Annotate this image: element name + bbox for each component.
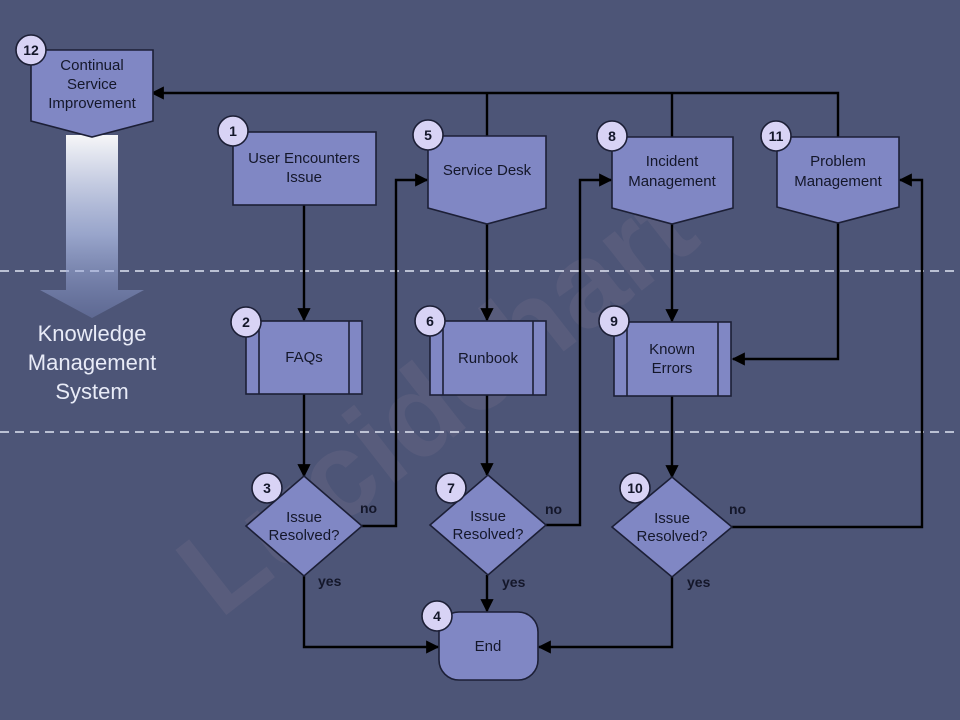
badge-6: 6 <box>414 305 446 337</box>
node-3-line-2: Resolved? <box>269 527 340 544</box>
node-4-line-1: End <box>475 638 502 655</box>
knowledge-system-line-1: Knowledge <box>38 321 147 346</box>
node-1-user-encounters-issue[interactable]: User Encounters Issue <box>232 131 377 206</box>
badge-8: 8 <box>596 120 628 152</box>
node-8-line-1: Incident <box>646 153 699 170</box>
edge-3-yes-to-4 <box>302 576 440 654</box>
badge-5: 5 <box>412 119 444 151</box>
node-12-line-1: Continual <box>60 57 123 74</box>
node-2-line-1: FAQs <box>285 349 323 366</box>
knowledge-system-line-2: Management <box>28 350 156 375</box>
knowledge-arrow <box>40 135 144 318</box>
edge-10-no-to-11 <box>732 173 924 529</box>
node-7-line-2: Resolved? <box>453 526 524 543</box>
badge-4: 4 <box>421 600 453 632</box>
edge-label-3-yes: yes <box>318 573 342 589</box>
node-5-line-1: Service Desk <box>443 162 532 179</box>
watermark: Lucidchart <box>154 157 720 640</box>
node-10-line-1: Issue <box>654 510 690 527</box>
node-1-line-1: User Encounters <box>248 150 360 167</box>
node-9-line-2: Errors <box>652 360 693 377</box>
node-8-incident-management[interactable]: Incident Management <box>611 136 734 225</box>
badge-12: 12 <box>15 34 47 66</box>
node-9-line-1: Known <box>649 341 695 358</box>
svg-text:3: 3 <box>263 480 271 496</box>
edge-label-7-no: no <box>545 501 562 517</box>
node-12-line-2: Service <box>67 76 117 93</box>
edge-label-3-no: no <box>360 500 377 516</box>
edge-7-no-to-8 <box>546 173 613 527</box>
knowledge-system-label: Knowledge Management System <box>28 321 156 404</box>
node-8-line-2: Management <box>628 173 716 190</box>
badge-9: 9 <box>598 305 630 337</box>
badge-10: 10 <box>619 472 651 504</box>
edge-11-to-9 <box>731 223 840 366</box>
node-6-line-1: Runbook <box>458 350 519 367</box>
edge-label-10-yes: yes <box>687 574 711 590</box>
svg-text:10: 10 <box>627 480 643 496</box>
node-4-end[interactable]: End <box>438 611 539 681</box>
svg-text:1: 1 <box>229 123 237 139</box>
node-2-faqs[interactable]: FAQs <box>245 320 363 395</box>
svg-text:5: 5 <box>424 127 432 143</box>
svg-text:2: 2 <box>242 314 250 330</box>
edge-top-bus <box>150 86 840 137</box>
knowledge-system-line-3: System <box>55 379 128 404</box>
svg-text:4: 4 <box>433 608 441 624</box>
svg-text:11: 11 <box>769 128 784 144</box>
node-5-service-desk[interactable]: Service Desk <box>427 135 547 225</box>
node-7-line-1: Issue <box>470 508 506 525</box>
node-11-problem-management[interactable]: Problem Management <box>776 136 900 224</box>
svg-text:6: 6 <box>426 313 434 329</box>
connectors <box>150 86 924 654</box>
node-11-line-2: Management <box>794 173 882 190</box>
badge-3: 3 <box>251 472 283 504</box>
node-3-line-1: Issue <box>286 509 322 526</box>
node-11-line-1: Problem <box>810 153 866 170</box>
edge-3-no-to-5 <box>362 173 429 528</box>
svg-text:7: 7 <box>447 480 455 496</box>
edge-10-yes-to-4 <box>537 577 674 654</box>
node-12-continual-service-improvement[interactable]: Continual Service Improvement <box>30 49 154 138</box>
node-1-line-2: Issue <box>286 169 322 186</box>
badge-7: 7 <box>435 472 467 504</box>
badge-11: 11 <box>760 120 792 152</box>
badge-1: 1 <box>217 115 249 147</box>
edge-label-10-no: no <box>729 501 746 517</box>
svg-text:8: 8 <box>608 128 616 144</box>
node-12-line-3: Improvement <box>48 95 136 112</box>
node-6-runbook[interactable]: Runbook <box>429 320 547 396</box>
node-10-line-2: Resolved? <box>637 528 708 545</box>
svg-text:9: 9 <box>610 313 618 329</box>
svg-text:12: 12 <box>23 42 39 58</box>
badge-2: 2 <box>230 306 262 338</box>
edge-label-7-yes: yes <box>502 574 526 590</box>
node-9-known-errors[interactable]: Known Errors <box>613 321 732 397</box>
